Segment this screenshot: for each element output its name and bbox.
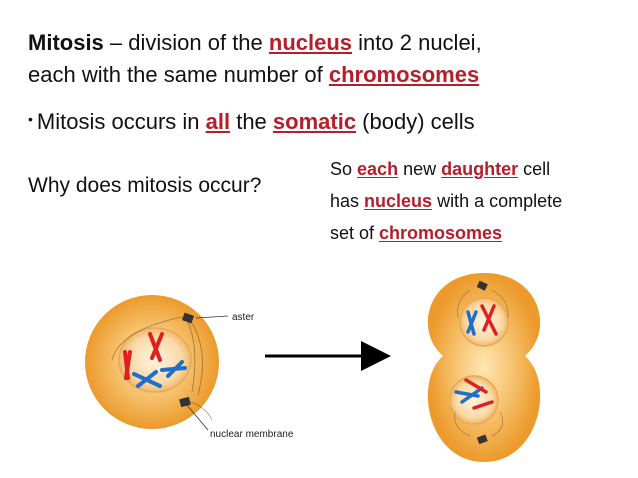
- centrosome-icon: [476, 434, 488, 445]
- chromosome-blue: [460, 386, 484, 404]
- answer-line-2: has nucleus with a complete: [330, 190, 562, 212]
- keyword-somatic: somatic: [272, 109, 357, 134]
- term-mitosis: Mitosis: [28, 30, 104, 55]
- keyword-chromosomes: chromosomes: [328, 62, 480, 87]
- daughter-nucleus-bottom: [449, 375, 499, 425]
- chromosome-blue: [166, 360, 184, 378]
- text: each with the same number of: [28, 62, 329, 87]
- chromosome-red: [482, 304, 496, 332]
- text: into 2 nuclei,: [352, 30, 482, 55]
- chromosome-blue: [136, 370, 158, 388]
- text: – division of the: [103, 30, 269, 55]
- text: cell: [518, 159, 551, 179]
- answer-line-3: set of chromosomes: [330, 222, 502, 244]
- keyword-chromosomes-2: chromosomes: [379, 223, 503, 243]
- label-aster: aster: [232, 312, 255, 323]
- chromosomes: [123, 332, 187, 388]
- centrosome-icon: [179, 396, 191, 408]
- text: new: [398, 159, 442, 179]
- keyword-all: all: [205, 109, 231, 134]
- chromosome-red: [472, 400, 494, 410]
- daughter-nucleus-top: [459, 297, 509, 347]
- text: Mitosis occurs in: [36, 109, 206, 134]
- label-nuclear-membrane: nuclear membrane: [210, 429, 294, 440]
- chromosome-blue: [466, 310, 478, 334]
- keyword-nucleus-2: nucleus: [364, 191, 433, 211]
- text: has: [330, 191, 365, 211]
- centrosome-icon: [476, 280, 488, 291]
- answer-line-1: So each new daughter cell: [330, 158, 550, 180]
- dividing-cell: [427, 273, 541, 462]
- membrane-pointer: [185, 403, 209, 431]
- bullet-icon: •: [28, 111, 33, 127]
- definition-line-1: Mitosis – division of the nucleus into 2…: [28, 30, 482, 56]
- text: (body) cells: [356, 109, 475, 134]
- chromosome-red: [124, 350, 132, 380]
- text: with a complete: [432, 191, 563, 211]
- chromosome-red: [464, 378, 488, 394]
- keyword-each: each: [357, 159, 399, 179]
- daughter-chromosomes: [454, 304, 498, 410]
- text: set of: [330, 223, 380, 243]
- chromosome-red: [150, 332, 164, 360]
- text: the: [230, 109, 273, 134]
- definition-line-2: each with the same number of chromosomes: [28, 62, 479, 88]
- parent-cell: aster nuclear membrane: [85, 295, 294, 440]
- text: So: [330, 159, 358, 179]
- centrosome-icon: [181, 312, 195, 324]
- question-text: Why does mitosis occur?: [28, 174, 262, 197]
- keyword-nucleus: nucleus: [268, 30, 353, 55]
- bullet-line: •Mitosis occurs in all the somatic (body…: [28, 106, 475, 135]
- aster-pointer: [195, 315, 229, 319]
- spindle-fibers: [454, 289, 509, 437]
- keyword-daughter: daughter: [441, 159, 519, 179]
